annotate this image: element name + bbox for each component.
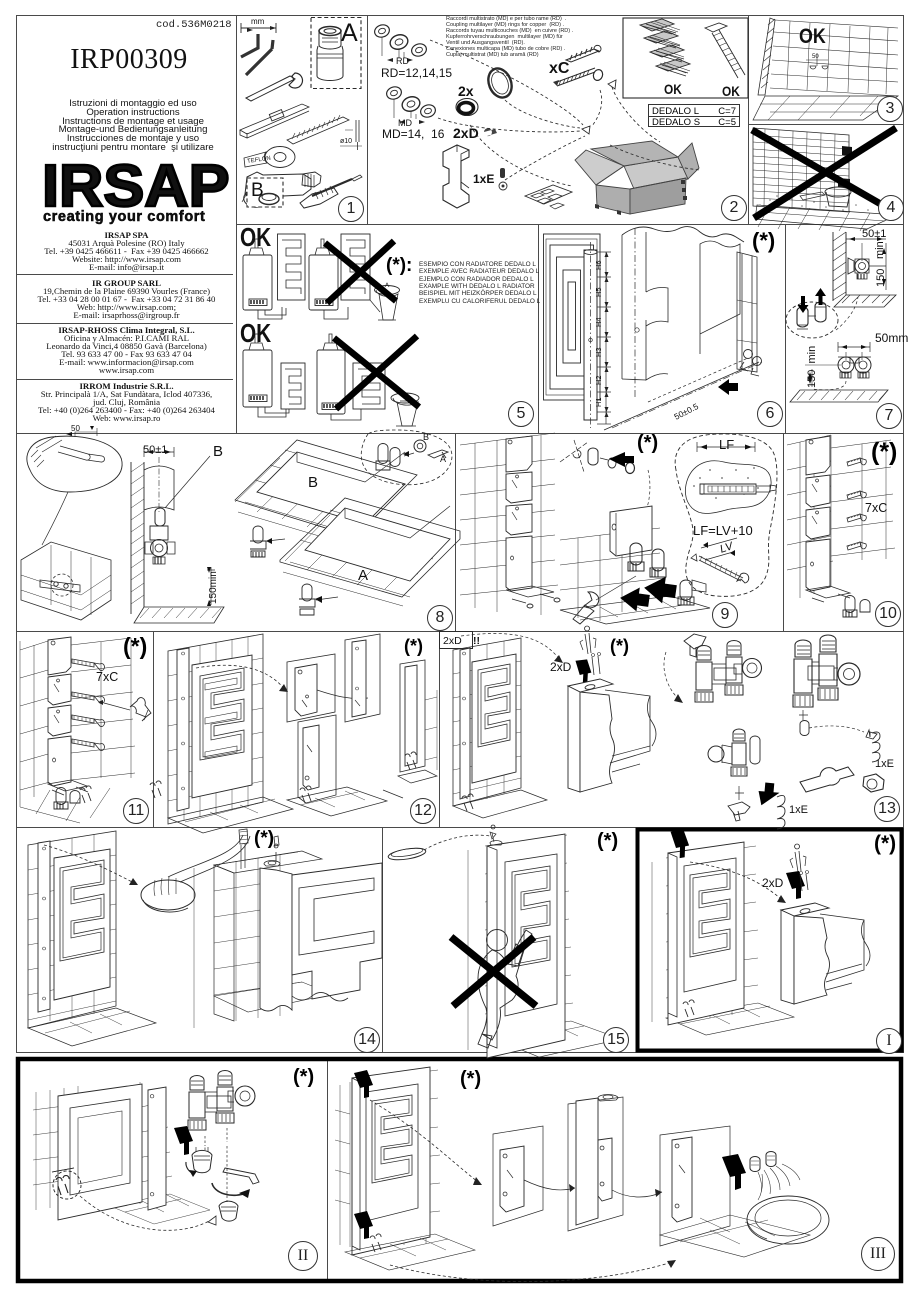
svg-text:2xD: 2xD bbox=[443, 635, 462, 647]
svg-text:mm: mm bbox=[251, 17, 265, 26]
svg-text:H3: H3 bbox=[594, 347, 603, 357]
svg-text:H2: H2 bbox=[594, 375, 603, 385]
svg-text:TEFLON: TEFLON bbox=[247, 156, 271, 165]
svg-text:H4: H4 bbox=[594, 317, 603, 327]
svg-text:H1: H1 bbox=[594, 397, 603, 407]
svg-text:H5: H5 bbox=[594, 287, 603, 297]
svg-text:ø10: ø10 bbox=[340, 138, 352, 145]
svg-text:!!: !! bbox=[473, 635, 480, 647]
svg-text:50: 50 bbox=[812, 54, 819, 60]
svg-text:B: B bbox=[423, 432, 429, 442]
svg-text:50: 50 bbox=[71, 424, 80, 433]
svg-text:A: A bbox=[440, 454, 446, 464]
svg-text:H6: H6 bbox=[594, 260, 603, 270]
svg-text:50±0.5: 50±0.5 bbox=[672, 401, 700, 422]
svg-text:A: A bbox=[341, 19, 358, 47]
